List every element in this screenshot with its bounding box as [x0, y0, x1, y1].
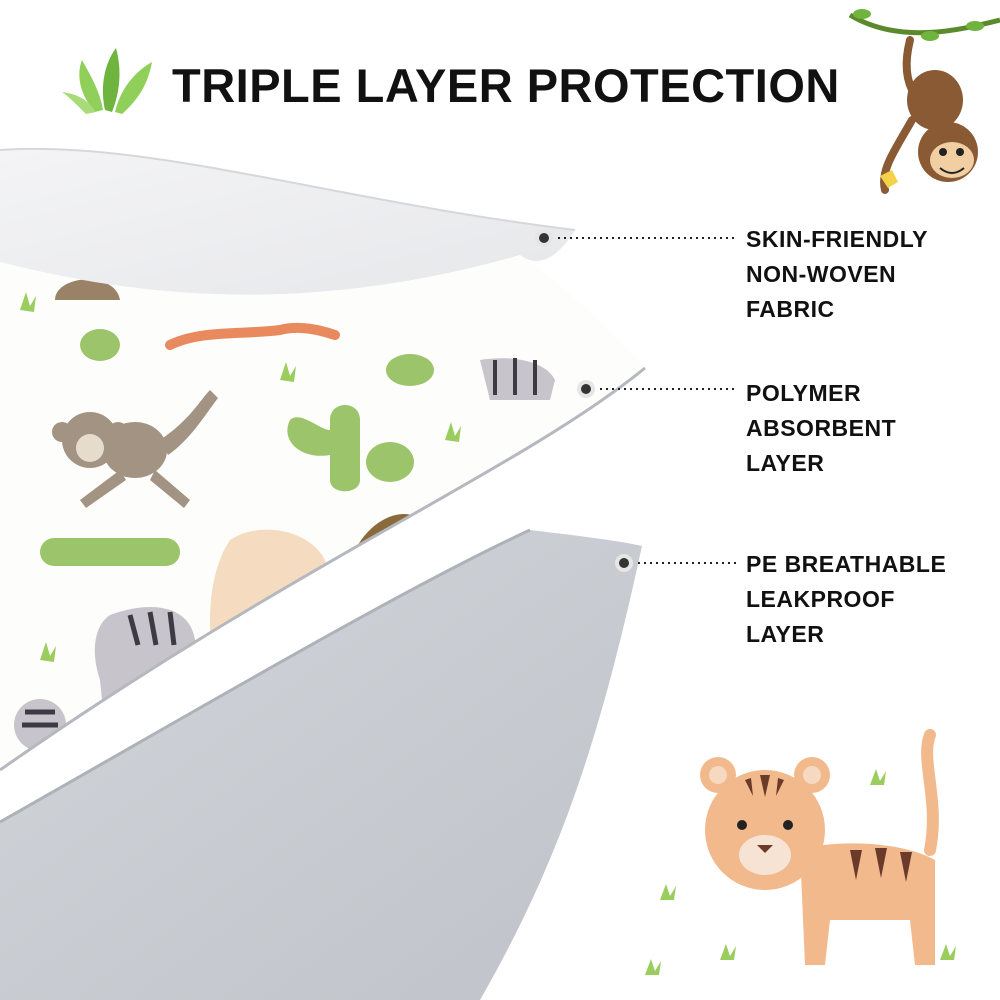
monkey-illustration — [848, 9, 1000, 194]
callout-line: NON-WOVEN — [746, 261, 897, 287]
leaf-icon — [62, 48, 152, 114]
tiger-illustration — [645, 729, 956, 975]
callout-line: SKIN-FRIENDLY — [746, 226, 928, 252]
callout-line: LAYER — [746, 450, 825, 476]
skin-friendly-layer — [0, 148, 575, 295]
leakproof-layer — [0, 530, 642, 1000]
callout-line: POLYMER — [746, 380, 862, 406]
callout-line: FABRIC — [746, 296, 835, 322]
callout-polymer-absorbent: POLYMER ABSORBENT LAYER — [746, 376, 896, 481]
callout-line: PE BREATHABLE — [746, 551, 947, 577]
callout-line: ABSORBENT — [746, 415, 897, 441]
headline: TRIPLE LAYER PROTECTION — [172, 59, 840, 112]
callout-pe-breathable: PE BREATHABLE LEAKPROOF LAYER — [746, 547, 946, 652]
callout-skin-friendly: SKIN-FRIENDLY NON-WOVEN FABRIC — [746, 222, 928, 327]
callout-pointers — [535, 229, 738, 572]
callout-line: LEAKPROOF — [746, 586, 895, 612]
callout-line: LAYER — [746, 621, 825, 647]
